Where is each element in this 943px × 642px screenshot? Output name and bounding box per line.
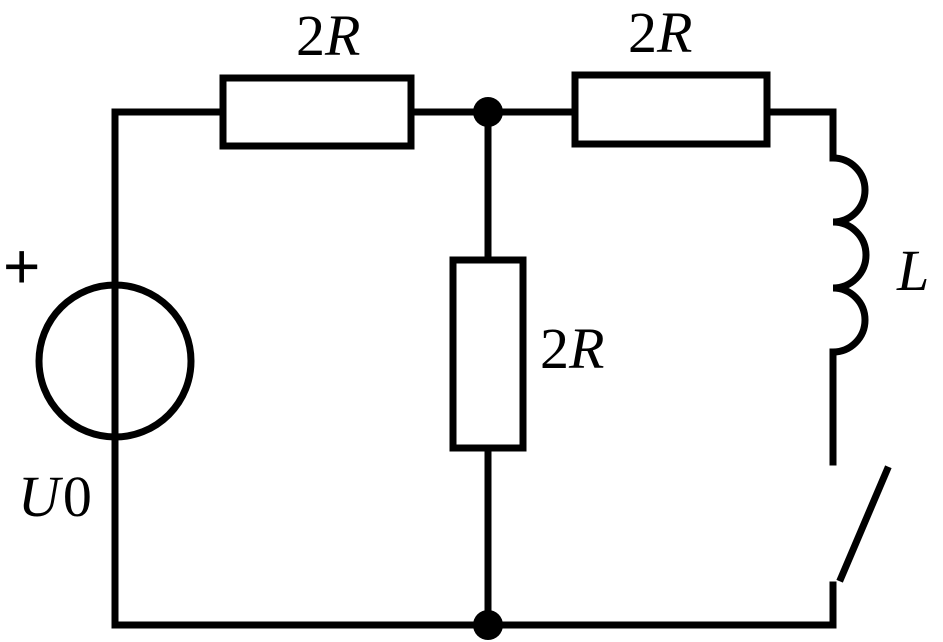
inductor-label: L xyxy=(896,238,929,303)
inductor-coil xyxy=(829,154,870,356)
resistor-top-right-label: 2R xyxy=(628,0,692,65)
resistor-top-left xyxy=(219,74,415,150)
junction-node-top xyxy=(473,97,503,127)
voltage-source-label: U0 xyxy=(18,464,92,529)
junction-node-bottom xyxy=(473,610,503,640)
voltage-source xyxy=(35,281,195,441)
resistor-middle xyxy=(449,256,527,452)
wire-top-right xyxy=(764,108,837,162)
resistor-top-right xyxy=(571,71,771,148)
wire-right-lower xyxy=(484,581,837,629)
resistor-top-left-label: 2R xyxy=(296,3,360,68)
switch-blade xyxy=(836,465,892,583)
resistor-middle-label: 2R xyxy=(540,316,604,381)
voltage-source-polarity: + xyxy=(3,230,40,302)
